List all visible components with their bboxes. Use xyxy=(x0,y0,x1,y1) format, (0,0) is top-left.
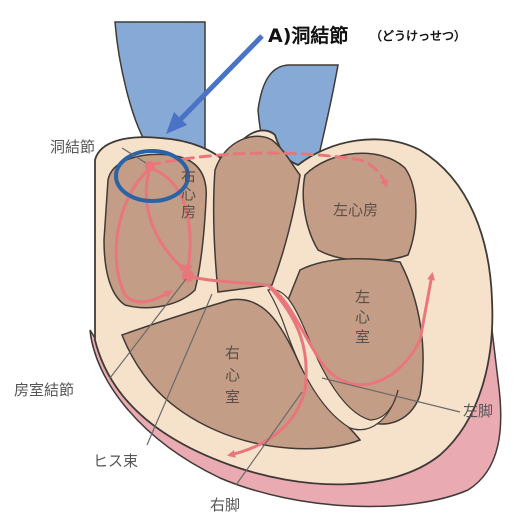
aorta xyxy=(212,135,301,293)
internodal-pathway-middle xyxy=(144,166,188,272)
label-left-bundle-branch: 左脚 xyxy=(463,402,493,420)
label-left-ventricle-1: 左 xyxy=(355,288,370,306)
label-right-atrium-1: 右 xyxy=(181,167,196,185)
left-bundle-pathway xyxy=(266,272,436,387)
diagram-title-reading: （どうけっせつ） xyxy=(370,28,466,43)
sinoatrial-node-highlight xyxy=(114,149,190,203)
label-av-node: 房室結節 xyxy=(14,381,74,399)
label-left-atrium: 左心房 xyxy=(333,201,378,219)
label-right-ventricle-1: 右 xyxy=(225,344,240,362)
av-node-dot xyxy=(182,270,194,282)
superior-vena-cava xyxy=(114,21,206,151)
sinoatrial-node-dot xyxy=(145,161,155,171)
right-bundle-pathway xyxy=(227,283,308,458)
label-sinoatrial-node: 洞結節 xyxy=(50,138,95,156)
pointer-arrow-head xyxy=(166,112,187,134)
interatrial-pathway xyxy=(148,151,388,188)
label-left-ventricle-2: 心 xyxy=(355,308,370,326)
label-his-bundle: ヒス束 xyxy=(93,452,138,470)
label-right-atrium-2: 心 xyxy=(181,185,196,203)
label-right-ventricle-3: 室 xyxy=(225,388,240,406)
pointer-arrow-line xyxy=(173,34,264,127)
leader-lines xyxy=(109,147,461,486)
label-right-atrium-3: 房 xyxy=(181,203,196,221)
internodal-pathway-right xyxy=(148,166,193,273)
label-right-bundle-branch: 右脚 xyxy=(210,496,240,514)
label-right-ventricle-2: 心 xyxy=(225,366,240,384)
diagram-title: A)洞結節 xyxy=(268,24,348,47)
his-bundle-pathway xyxy=(186,274,270,287)
label-left-ventricle-3: 室 xyxy=(355,328,370,346)
